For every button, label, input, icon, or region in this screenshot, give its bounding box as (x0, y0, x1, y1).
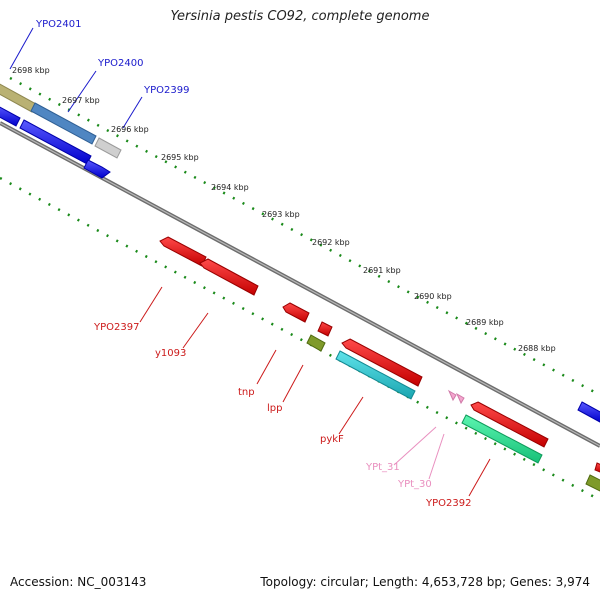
gene-label-ypt-31[interactable]: YPt_31 (365, 462, 400, 473)
gene-label-ypo2399[interactable]: YPO2399 (143, 85, 189, 96)
gene-label-ypt-30[interactable]: YPt_30 (397, 479, 432, 490)
feature-olive-1[interactable] (306, 334, 326, 352)
tick-label: 2688 kbp (518, 344, 556, 353)
feature-ypo2400[interactable] (30, 102, 97, 145)
gene-label-pykf[interactable]: pykF (320, 434, 344, 445)
tick-label: 2694 kbp (211, 183, 249, 192)
gene-label-ypo2392[interactable]: YPO2392 (425, 498, 471, 509)
tick-label: 2696 kbp (111, 125, 149, 134)
feature-ypo2399[interactable] (94, 137, 122, 159)
gene-labels: YPO2401 YPO2400 YPO2399 YPO2397 y1093 tn… (35, 19, 471, 509)
feature-ypo2392[interactable] (470, 401, 549, 448)
tick-track-inner (0, 176, 600, 502)
map-title: Yersinia pestis CO92, complete genome (170, 9, 430, 24)
tick-label: 2692 kbp (312, 238, 350, 247)
feature-red-right[interactable] (594, 462, 600, 473)
feature-y1093[interactable] (199, 258, 259, 296)
feature-blue-3[interactable] (83, 159, 111, 179)
feature-cyan[interactable] (335, 350, 416, 400)
gene-label-tnp[interactable]: tnp (238, 387, 255, 398)
tick-label: 2693 kbp (262, 210, 300, 219)
feature-blue-right[interactable] (577, 401, 600, 423)
leader-lines (9, 27, 491, 497)
tick-label: 2695 kbp (161, 153, 199, 162)
feature-tnp[interactable] (282, 302, 310, 323)
tick-label: 2689 kbp (466, 318, 504, 327)
feature-blue-1[interactable] (0, 105, 21, 127)
feature-ypo2401[interactable] (0, 82, 37, 113)
gene-label-ypo2397[interactable]: YPO2397 (93, 322, 139, 333)
tick-labels: 2698 kbp 2697 kbp 2696 kbp 2695 kbp 2694… (12, 66, 556, 353)
tick-label: 2690 kbp (414, 292, 452, 301)
feature-ypo2397[interactable] (159, 236, 207, 267)
feature-lpp[interactable] (317, 321, 333, 337)
feature-olive-2[interactable] (585, 474, 600, 492)
feature-teal[interactable] (461, 414, 543, 464)
gene-label-ypo2400[interactable]: YPO2400 (97, 58, 143, 69)
feature-ypt-31[interactable] (447, 389, 457, 402)
tick-track-outer (9, 76, 600, 397)
tick-label: 2691 kbp (363, 266, 401, 275)
gene-label-y1093[interactable]: y1093 (155, 348, 186, 359)
feature-ypt-30[interactable] (455, 392, 465, 405)
feature-pykf[interactable] (341, 338, 423, 387)
tick-label: 2697 kbp (62, 96, 100, 105)
accession-text: Accession: NC_003143 (10, 575, 147, 589)
tick-label: 2698 kbp (12, 66, 50, 75)
feature-blue-2[interactable] (19, 119, 92, 165)
gene-label-lpp[interactable]: lpp (267, 403, 282, 414)
genome-summary-text: Topology: circular; Length: 4,653,728 bp… (260, 575, 590, 589)
gene-label-ypo2401[interactable]: YPO2401 (35, 19, 81, 30)
